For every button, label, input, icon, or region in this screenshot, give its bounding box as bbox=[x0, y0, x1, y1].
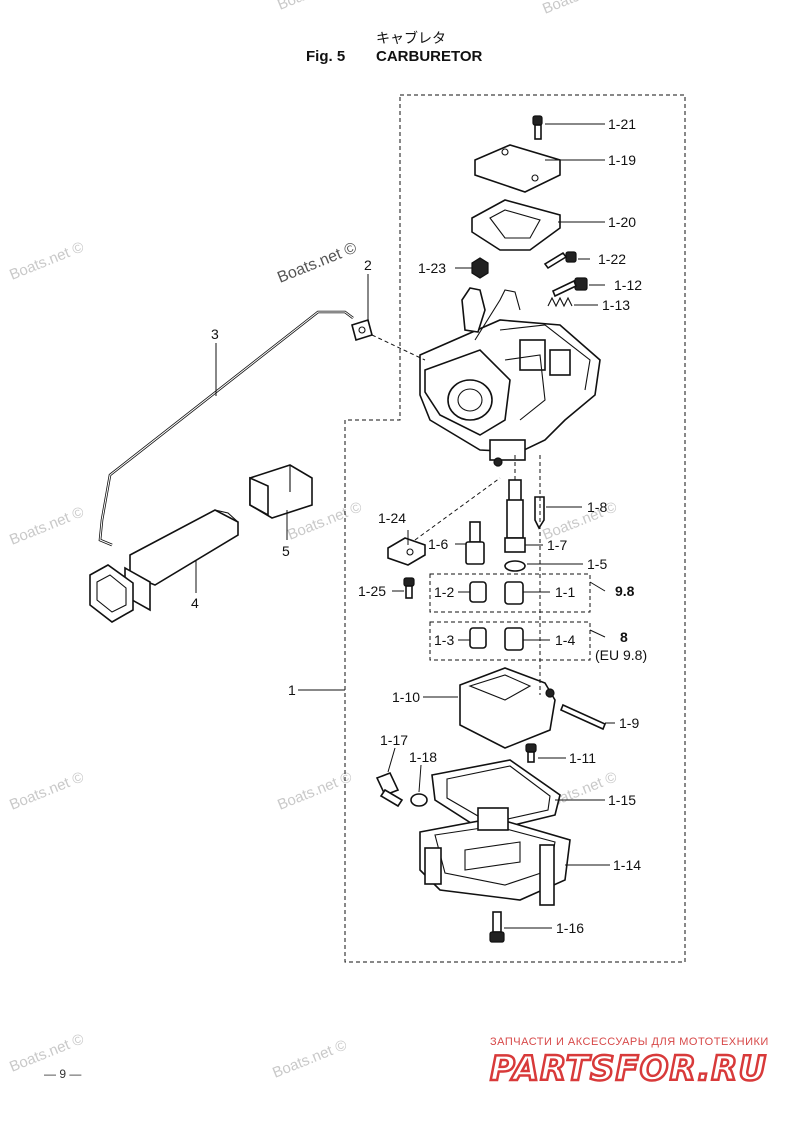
part-1-9-pin bbox=[559, 703, 607, 731]
part-1-23-nut bbox=[471, 257, 489, 279]
part-1-10-float bbox=[459, 667, 556, 749]
part-1-15-gasket bbox=[431, 759, 561, 833]
figure-header: キャブレタ Fig. 5 CARBURETOR bbox=[306, 30, 483, 65]
part-1-14-float-bowl bbox=[419, 807, 571, 906]
label-1-21: 1-21 bbox=[608, 116, 636, 132]
label-1-13: 1-13 bbox=[602, 297, 630, 313]
label-1-16: 1-16 bbox=[556, 920, 584, 936]
part-1-3-jet bbox=[469, 627, 487, 649]
label-1-19: 1-19 bbox=[608, 152, 636, 168]
figure-number: Fig. 5 bbox=[306, 48, 345, 65]
part-1-24-bracket bbox=[387, 537, 426, 566]
part-1-2-jet bbox=[469, 581, 487, 603]
watermark: Boats.net © bbox=[7, 238, 86, 283]
label-1-3: 1-3 bbox=[434, 632, 454, 648]
figure-title: CARBURETOR bbox=[376, 48, 483, 65]
part-1-21-screw bbox=[532, 115, 543, 140]
part-1-1-jet bbox=[504, 581, 524, 605]
part-1-12-screw bbox=[551, 277, 588, 298]
label-1-20: 1-20 bbox=[608, 214, 636, 230]
brand-logo: PARTSFOR.RU bbox=[490, 1049, 767, 1089]
label-1-22: 1-22 bbox=[598, 251, 626, 267]
part-1-4-jet bbox=[504, 627, 524, 651]
label-1-17: 1-17 bbox=[380, 732, 408, 748]
callout-labels: 1-21 1-19 1-20 1-23 1-22 1-12 1-13 2 3 1… bbox=[191, 116, 647, 936]
watermark-main: Boats.net © bbox=[275, 239, 359, 286]
part-1-13-spring bbox=[547, 296, 573, 308]
part-1-18-washer bbox=[410, 793, 428, 807]
label-1-25: 1-25 bbox=[358, 583, 386, 599]
carburetor-body bbox=[419, 287, 601, 467]
part-1-20-gasket bbox=[471, 199, 561, 251]
watermark: Boats.net © bbox=[270, 1036, 349, 1081]
assembly-boundary bbox=[344, 94, 686, 963]
part-2-clip bbox=[351, 318, 373, 342]
label-1-1: 1-1 bbox=[555, 584, 575, 600]
watermark: Boats.net © bbox=[7, 503, 86, 548]
label-1-11: 1-11 bbox=[569, 750, 596, 766]
label-1-9: 1-9 bbox=[619, 715, 639, 731]
variant-box-8 bbox=[429, 621, 591, 661]
variant-9-8: 9.8 bbox=[615, 583, 635, 599]
part-4-choke-knob bbox=[89, 509, 239, 623]
watermark: Boats.net © bbox=[7, 768, 86, 813]
brand-tagline: ЗАПЧАСТИ И АКСЕССУАРЫ ДЛЯ МОТОТЕХНИКИ bbox=[490, 1036, 769, 1048]
label-1-24: 1-24 bbox=[378, 510, 406, 526]
title-japanese: キャブレタ bbox=[376, 30, 446, 47]
part-1-7-tube bbox=[504, 479, 526, 553]
part-1-6-jet bbox=[465, 521, 485, 565]
label-1: 1 bbox=[288, 682, 296, 698]
watermark: Boats.net © bbox=[540, 0, 619, 18]
label-1-15: 1-15 bbox=[608, 792, 636, 808]
label-1-2: 1-2 bbox=[434, 584, 454, 600]
part-5-cap bbox=[249, 464, 313, 519]
label-1-10: 1-10 bbox=[392, 689, 420, 705]
part-1-25-screw bbox=[403, 577, 415, 599]
label-1-8: 1-8 bbox=[587, 499, 607, 515]
variant-8: 8 bbox=[620, 629, 628, 645]
page-number: — 9 — bbox=[44, 1067, 81, 1081]
part-1-17-drain-screw bbox=[375, 771, 404, 808]
label-2: 2 bbox=[364, 257, 372, 273]
leader-lines bbox=[195, 123, 615, 929]
label-1-5: 1-5 bbox=[587, 556, 607, 572]
part-1-16-screw bbox=[489, 911, 505, 943]
watermark: Boats.net © bbox=[275, 0, 354, 14]
label-1-7: 1-7 bbox=[547, 537, 567, 553]
footer: — 9 — ЗАПЧАСТИ И АКСЕССУАРЫ ДЛЯ МОТОТЕХН… bbox=[44, 1036, 769, 1090]
label-1-14: 1-14 bbox=[613, 857, 641, 873]
label-4: 4 bbox=[191, 595, 199, 611]
variant-box-9-8 bbox=[429, 573, 591, 613]
label-1-4: 1-4 bbox=[555, 632, 575, 648]
label-5: 5 bbox=[282, 543, 290, 559]
part-3-choke-rod bbox=[98, 310, 354, 547]
part-1-22-screw bbox=[543, 251, 577, 270]
label-1-12: 1-12 bbox=[614, 277, 642, 293]
part-1-11-screw bbox=[525, 743, 537, 763]
label-1-6: 1-6 bbox=[428, 536, 448, 552]
part-1-19-cover bbox=[474, 144, 561, 193]
watermark: Boats.net © bbox=[275, 768, 354, 813]
label-3: 3 bbox=[211, 326, 219, 342]
label-1-18: 1-18 bbox=[409, 749, 437, 765]
variant-eu-9-8: (EU 9.8) bbox=[595, 647, 647, 663]
label-1-23: 1-23 bbox=[418, 260, 446, 276]
part-1-5-o-ring bbox=[504, 560, 526, 572]
